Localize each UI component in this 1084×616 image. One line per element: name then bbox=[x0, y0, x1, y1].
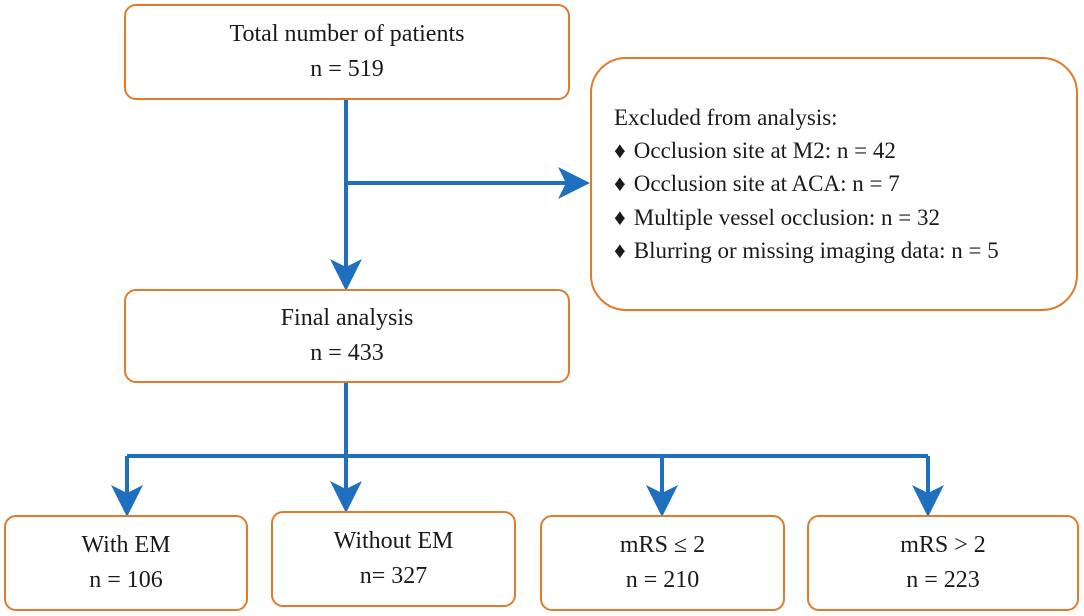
diamond-bullet-icon: ♦ bbox=[614, 171, 626, 197]
total-patients-box: Total number of patients n = 519 bbox=[124, 4, 570, 100]
group-count: n = 223 bbox=[906, 567, 980, 593]
excluded-item: ♦Occlusion site at ACA: n = 7 bbox=[614, 171, 900, 197]
group-mrs-gt2-box: mRS > 2 n = 223 bbox=[807, 515, 1079, 611]
final-analysis-count: n = 433 bbox=[310, 340, 384, 366]
excluded-box: Excluded from analysis: ♦Occlusion site … bbox=[590, 57, 1078, 311]
total-patients-title: Total number of patients bbox=[229, 21, 465, 48]
total-patients-count: n = 519 bbox=[310, 56, 384, 82]
excluded-item: ♦Blurring or missing imaging data: n = 5 bbox=[614, 238, 999, 264]
final-analysis-title: Final analysis bbox=[280, 305, 414, 332]
group-title: With EM bbox=[81, 532, 171, 559]
diamond-bullet-icon: ♦ bbox=[614, 238, 626, 264]
group-title: Without EM bbox=[333, 528, 454, 555]
group-count: n= 327 bbox=[359, 563, 428, 589]
group-count: n = 106 bbox=[89, 567, 163, 593]
excluded-item: ♦Occlusion site at M2: n = 42 bbox=[614, 137, 896, 163]
group-mrs-le2-box: mRS ≤ 2 n = 210 bbox=[540, 515, 785, 611]
diamond-bullet-icon: ♦ bbox=[614, 204, 626, 230]
group-title: mRS > 2 bbox=[900, 532, 986, 559]
excluded-heading: Excluded from analysis: bbox=[614, 104, 838, 130]
group-title: mRS ≤ 2 bbox=[619, 532, 706, 559]
group-count: n = 210 bbox=[625, 567, 700, 593]
group-with-em-box: With EM n = 106 bbox=[4, 515, 248, 611]
group-without-em-box: Without EM n= 327 bbox=[271, 511, 516, 607]
diamond-bullet-icon: ♦ bbox=[614, 137, 626, 163]
final-analysis-box: Final analysis n = 433 bbox=[124, 289, 570, 383]
excluded-item: ♦Multiple vessel occlusion: n = 32 bbox=[614, 204, 940, 230]
